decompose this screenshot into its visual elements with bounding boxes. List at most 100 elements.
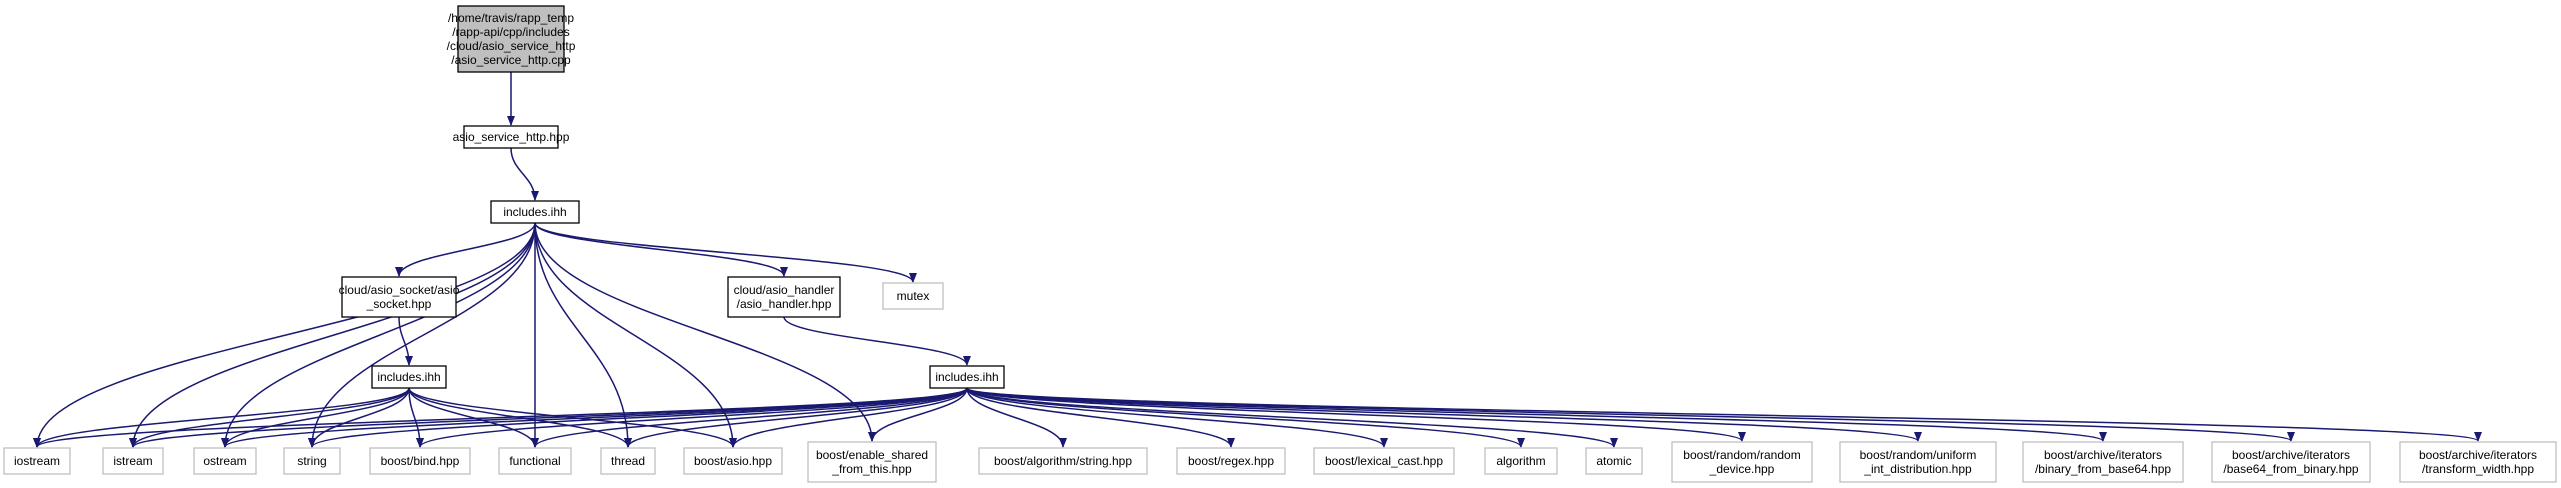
node-label: boost/random/uniform bbox=[1860, 448, 1977, 462]
node-label: istream bbox=[113, 454, 152, 468]
node-label: boost/bind.hpp bbox=[381, 454, 460, 468]
node-iostream[interactable]: iostream bbox=[3, 447, 71, 475]
node-label: boost/archive/iterators bbox=[2044, 448, 2162, 462]
edge-inc3-to-algorithm bbox=[966, 387, 1525, 448]
node-asio[interactable]: boost/asio.hpp bbox=[683, 447, 783, 475]
node-label: boost/archive/iterators bbox=[2232, 448, 2350, 462]
edge-inc2-to-asio bbox=[408, 387, 737, 448]
node-label: thread bbox=[611, 454, 645, 468]
node-label: /asio_handler.hpp bbox=[737, 297, 832, 311]
node-label: _device.hpp bbox=[1709, 462, 1775, 476]
node-box bbox=[882, 282, 944, 310]
edge-inc2-to-istream bbox=[129, 387, 410, 448]
node-box bbox=[1585, 447, 1643, 475]
node-box bbox=[1671, 441, 1813, 483]
nodes-layer: /home/travis/rapp_temp/rapp-api/cpp/incl… bbox=[3, 5, 2557, 483]
node-mutex[interactable]: mutex bbox=[882, 282, 944, 310]
node-label: string bbox=[297, 454, 326, 468]
edge-handler-to-inc3 bbox=[783, 316, 971, 366]
edge-inc1-to-istream bbox=[129, 222, 536, 448]
node-algstr[interactable]: boost/algorithm/string.hpp bbox=[978, 447, 1148, 475]
node-sock[interactable]: cloud/asio_socket/asio_socket.hpp bbox=[339, 276, 460, 318]
node-b64bin[interactable]: boost/archive/iterators/base64_from_bina… bbox=[2211, 441, 2371, 483]
node-label: includes.ihh bbox=[503, 205, 566, 219]
edge-inc1-to-handler bbox=[534, 222, 788, 277]
node-box bbox=[457, 5, 565, 73]
node-box bbox=[807, 441, 937, 483]
node-box bbox=[498, 447, 572, 475]
edge-inc3-to-transw bbox=[966, 387, 2482, 442]
node-label: boost/regex.hpp bbox=[1188, 454, 1274, 468]
edge-inc1-to-sock bbox=[395, 222, 536, 277]
node-label: includes.ihh bbox=[377, 370, 440, 384]
node-atomic[interactable]: atomic bbox=[1585, 447, 1643, 475]
node-functional[interactable]: functional bbox=[498, 447, 572, 475]
node-handler[interactable]: cloud/asio_handler/asio_handler.hpp bbox=[727, 276, 841, 318]
node-label: /home/travis/rapp_temp bbox=[448, 11, 574, 25]
node-box bbox=[463, 125, 559, 149]
node-box bbox=[978, 447, 1148, 475]
edge-inc3-to-thread bbox=[624, 387, 968, 448]
edge-inc2-to-functional bbox=[408, 387, 539, 448]
node-regex[interactable]: boost/regex.hpp bbox=[1176, 447, 1286, 475]
node-label: functional bbox=[509, 454, 560, 468]
node-label: boost/random/random bbox=[1683, 448, 1800, 462]
node-string[interactable]: string bbox=[283, 447, 341, 475]
node-inc1[interactable]: includes.ihh bbox=[490, 200, 580, 224]
edge-inc1-to-string bbox=[308, 222, 536, 448]
edge-inc3-to-lexcast bbox=[966, 387, 1388, 448]
node-binb64[interactable]: boost/archive/iterators/binary_from_base… bbox=[2022, 441, 2184, 483]
node-label: _socket.hpp bbox=[366, 297, 432, 311]
node-label: /transform_width.hpp bbox=[2422, 462, 2534, 476]
node-istream[interactable]: istream bbox=[102, 447, 164, 475]
node-label: _int_distribution.hpp bbox=[1863, 462, 1972, 476]
node-box bbox=[600, 447, 656, 475]
node-randdev[interactable]: boost/random/random_device.hpp bbox=[1671, 441, 1813, 483]
edge-inc1-to-iostream bbox=[33, 222, 536, 448]
node-transw[interactable]: boost/archive/iterators/transform_width.… bbox=[2399, 441, 2557, 483]
node-box bbox=[341, 276, 457, 318]
edge-inc2-to-iostream bbox=[33, 387, 410, 448]
node-bind[interactable]: boost/bind.hpp bbox=[369, 447, 471, 475]
node-label: algorithm bbox=[1496, 454, 1545, 468]
node-root[interactable]: /home/travis/rapp_temp/rapp-api/cpp/incl… bbox=[447, 5, 576, 73]
node-lexcast[interactable]: boost/lexical_cast.hpp bbox=[1313, 447, 1455, 475]
edges-layer bbox=[33, 72, 2482, 448]
node-label: _from_this.hpp bbox=[831, 462, 912, 476]
edge-inc3-to-esft bbox=[868, 387, 968, 442]
node-box bbox=[1176, 447, 1286, 475]
edge-inc3-to-functional bbox=[531, 387, 968, 448]
node-box bbox=[1839, 441, 1997, 483]
node-algorithm[interactable]: algorithm bbox=[1484, 447, 1558, 475]
node-uniform[interactable]: boost/random/uniform_int_distribution.hp… bbox=[1839, 441, 1997, 483]
edge-inc3-to-atomic bbox=[966, 387, 1618, 448]
node-label: cloud/asio_socket/asio bbox=[339, 283, 460, 297]
node-label: boost/algorithm/string.hpp bbox=[994, 454, 1132, 468]
node-box bbox=[102, 447, 164, 475]
node-label: boost/enable_shared bbox=[816, 448, 928, 462]
node-inc3[interactable]: includes.ihh bbox=[929, 365, 1005, 389]
node-box bbox=[1484, 447, 1558, 475]
edge-inc3-to-regex bbox=[966, 387, 1235, 448]
node-box bbox=[1313, 447, 1455, 475]
node-box bbox=[490, 200, 580, 224]
node-label: /asio_service_http.cpp bbox=[451, 53, 571, 67]
edge-inc3-to-algstr bbox=[966, 387, 1067, 448]
node-label: /rapp-api/cpp/includes bbox=[452, 25, 569, 39]
node-label: mutex bbox=[897, 289, 930, 303]
node-label: boost/asio.hpp bbox=[694, 454, 772, 468]
node-box bbox=[369, 447, 471, 475]
node-box bbox=[371, 365, 447, 389]
node-label: atomic bbox=[1596, 454, 1631, 468]
node-ostream[interactable]: ostream bbox=[193, 447, 257, 475]
edge-inc3-to-string bbox=[308, 387, 968, 448]
node-esft[interactable]: boost/enable_shared_from_this.hpp bbox=[807, 441, 937, 483]
node-hpp[interactable]: asio_service_http.hpp bbox=[453, 125, 570, 149]
node-box bbox=[683, 447, 783, 475]
node-label: boost/lexical_cast.hpp bbox=[1325, 454, 1443, 468]
node-label: /base64_from_binary.hpp bbox=[2223, 462, 2359, 476]
edge-inc3-to-uniform bbox=[966, 387, 1922, 442]
node-thread[interactable]: thread bbox=[600, 447, 656, 475]
node-inc2[interactable]: includes.ihh bbox=[371, 365, 447, 389]
node-label: /cloud/asio_service_http bbox=[447, 39, 576, 53]
